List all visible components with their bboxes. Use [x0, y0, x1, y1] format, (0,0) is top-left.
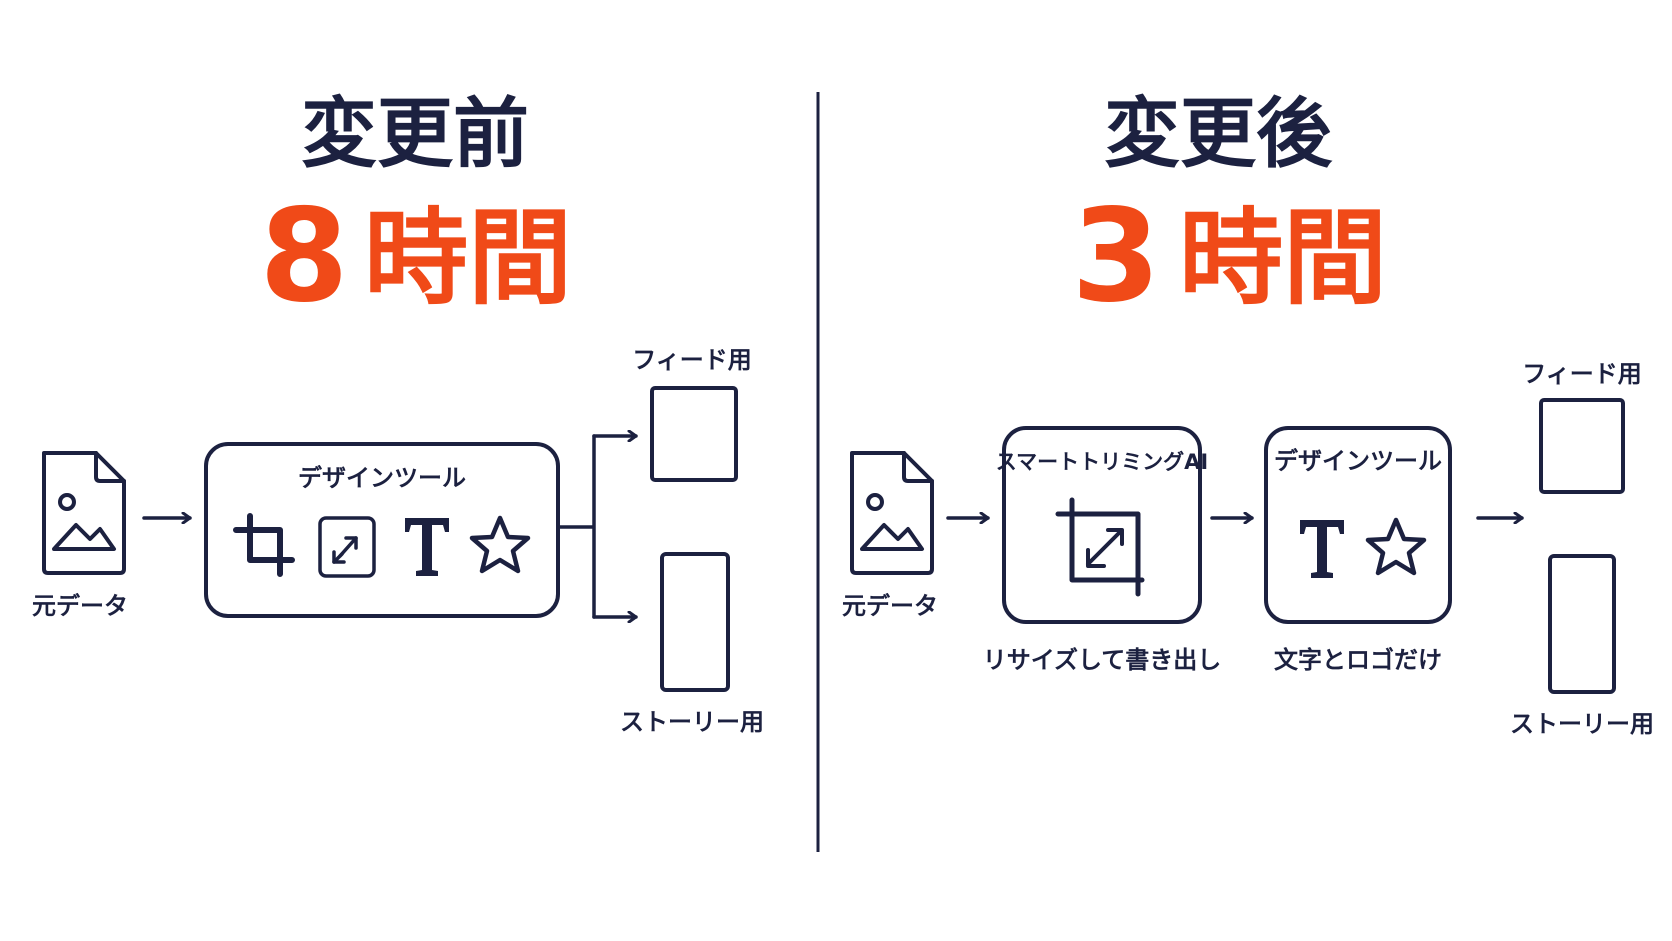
star-icon: [1365, 517, 1427, 576]
before-branch-connector: [558, 434, 596, 619]
after-ai-box: [1002, 426, 1202, 624]
after-title: 変更後: [1104, 89, 1333, 178]
after-source-file-icon: [850, 451, 934, 575]
after-tool-label: デザインツール: [1274, 447, 1442, 475]
after-story-frame: [1548, 554, 1616, 694]
after-tool-caption: 文字とロゴだけ: [1274, 646, 1442, 674]
before-source-label: 元データ: [32, 592, 128, 620]
before-feed-label: フィード用: [632, 346, 752, 374]
text-icon: [405, 518, 449, 576]
before-tool-label: デザインツール: [298, 464, 466, 492]
resize-icon: [318, 516, 376, 578]
before-title: 変更前: [301, 89, 529, 178]
after-story-label: ストーリー用: [1510, 710, 1654, 738]
crop-icon: [233, 513, 295, 577]
after-feed-label: フィード用: [1522, 360, 1642, 388]
after-feed-frame: [1539, 398, 1625, 494]
before-story-frame: [660, 552, 730, 692]
after-time-value: 3: [1071, 182, 1160, 331]
after-tool-box: [1264, 426, 1452, 624]
after-source-label: 元データ: [842, 592, 938, 620]
text-icon: [1300, 520, 1344, 578]
crop-resize-icon: [1055, 497, 1145, 597]
before-source-file-icon: [42, 451, 126, 575]
after-ai-caption: リサイズして書き出し: [983, 646, 1222, 674]
after-ai-label: スマートトリミングAI: [996, 450, 1208, 474]
before-time-value: 8: [259, 182, 348, 331]
before-tool-box: [204, 442, 560, 618]
after-time-unit: 時間: [1179, 197, 1387, 319]
before-feed-frame: [650, 386, 738, 482]
star-icon: [469, 515, 531, 574]
before-story-label: ストーリー用: [620, 708, 764, 736]
before-time-unit: 時間: [364, 197, 572, 319]
